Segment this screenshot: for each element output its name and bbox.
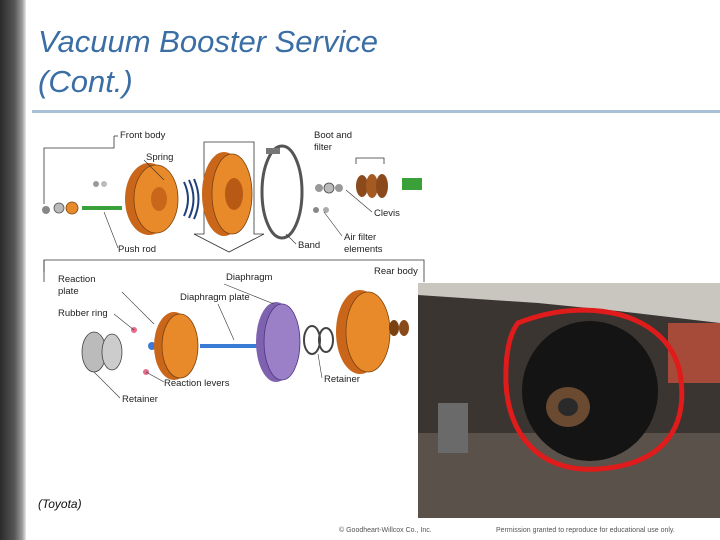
spring-part [183, 178, 200, 220]
label-rubber-ring: Rubber ring [58, 308, 108, 319]
label-retainer-left: Retainer [122, 394, 158, 405]
label-clevis: Clevis [374, 208, 400, 219]
front-body-part [125, 163, 179, 235]
exploded-booster-diagram: Front body Spring Boot and filter Clevis… [42, 130, 425, 405]
label-diaphragm: Diaphragm [226, 272, 273, 283]
highlight-circle [503, 307, 685, 472]
diaphragm-plate-part [256, 302, 301, 382]
permission-notice: Permission granted to reproduce for educ… [496, 527, 675, 534]
label-filter: filter [314, 142, 332, 153]
diaphragm-assembly-part [202, 152, 253, 236]
slide-title: Vacuum Booster Service (Cont.) [38, 22, 638, 102]
engine-bay-photo [418, 283, 720, 518]
rear-body-part [336, 290, 409, 374]
label-elements: elements [344, 244, 383, 255]
slide-title-line1: Vacuum Booster Service [38, 24, 379, 59]
image-credit: (Toyota) [38, 497, 82, 511]
left-accent-bar [0, 0, 26, 540]
label-air-filter: Air filter [344, 232, 376, 243]
rear-small-parts [81, 327, 156, 375]
label-boot-and: Boot and [314, 130, 352, 141]
reaction-plate-part [154, 312, 260, 380]
front-small-parts [42, 181, 122, 215]
label-retainer-right: Retainer [324, 374, 360, 385]
label-reaction-levers: Reaction levers [164, 378, 230, 389]
label-plate: plate [58, 286, 79, 297]
label-diaphragm-plate: Diaphragm plate [180, 292, 250, 303]
label-reaction: Reaction [58, 274, 96, 285]
boot-filter-parts [313, 174, 422, 213]
copyright-notice: © Goodheart-Willcox Co., Inc. [339, 527, 432, 534]
label-push-rod: Push rod [118, 244, 156, 255]
slide-title-line2: (Cont.) [38, 64, 133, 99]
retainer-ring-part [303, 325, 334, 355]
title-divider [32, 110, 720, 113]
label-spring: Spring [146, 152, 173, 163]
label-front-body: Front body [120, 130, 166, 141]
label-rear-body: Rear body [374, 266, 418, 277]
label-band: Band [298, 240, 320, 251]
band-part [260, 144, 304, 240]
